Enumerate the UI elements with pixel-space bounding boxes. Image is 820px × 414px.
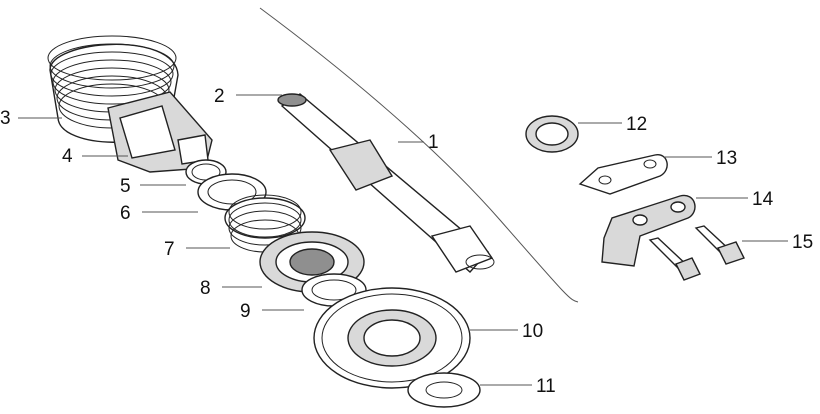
part-15-bolts [648,225,745,281]
callout-12: 12 [626,114,647,135]
callout-8: 8 [200,278,211,299]
part-7-spring [224,194,306,253]
callout-4: 4 [62,146,73,167]
callout-7: 7 [164,239,175,260]
callout-14: 14 [752,189,774,210]
callout-3: 3 [0,108,11,129]
leader-lines [18,94,788,386]
part-14-bracket [601,194,696,267]
part-12-oil-seal [525,115,579,153]
part-13-stopper-plate [578,154,668,195]
callout-5: 5 [120,176,131,197]
callout-9: 9 [240,301,251,322]
callout-1: 1 [428,132,439,153]
callout-11: 11 [536,376,556,397]
callout-15: 15 [792,232,813,253]
callout-13: 13 [716,148,737,169]
callout-2: 2 [214,86,225,107]
part-11-washer [407,372,481,408]
assembly-boundary-line [259,7,579,303]
part-10-kick-gear [313,287,471,389]
callout-6: 6 [120,203,131,224]
part-4-ratchet-guide [107,91,213,173]
callout-labels: 1 2 3 4 5 6 7 8 9 10 11 12 13 14 15 [0,86,813,397]
part-1-kick-shaft [277,93,495,273]
callout-10: 10 [522,321,543,342]
